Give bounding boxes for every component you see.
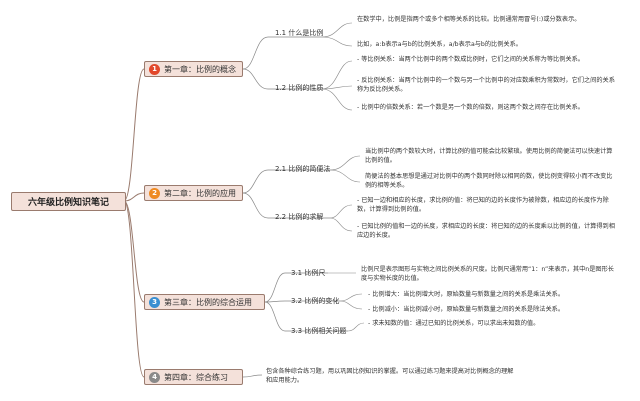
note-3-2-a: - 比例增大：当比例增大时，原始数量与新数量之间的关系是乘法关系。 [368,291,565,298]
note-3-3-a: - 求未知数的值：通过已知的比例关系，可以求出未知数的值。 [368,320,540,327]
chapter-4-node[interactable]: 4 第四章：综合练习 [144,369,243,385]
link-root-ch2 [123,192,145,202]
section-3-2[interactable]: 3.2 比例的变化 [291,297,340,305]
chapter-1-number-badge: 1 [149,63,160,75]
chapter-2-number-badge: 2 [149,187,160,199]
link-root-ch1 [123,68,145,202]
note-3-2-b: - 比例减小：当比例减小时，原始数量与新数量之间的关系是除法关系。 [368,306,565,313]
note-1-2-a: - 等比例关系：当两个比例中的两个数成比例时，它们之间的关系称为等比例关系。 [357,56,584,63]
chapter-1-title: 第一章：比例的概念 [164,64,236,74]
note-1-2-b: - 反比例关系：当两个比例中的一个数与另一个比例中的对应数乘积为常数时，它们之间… [357,77,615,93]
section-3-1[interactable]: 3.1 比例尺 [291,269,326,277]
section-3-3[interactable]: 3.3 比例相关问题 [291,327,347,335]
note-1-1-b: 比如，a:b表示a与b的比例关系，a/b表示a与b的比例关系。 [357,41,522,48]
chapter-4-title: 第四章：综合练习 [164,372,228,382]
chapter-1-node[interactable]: 1 第一章：比例的概念 [144,61,243,77]
chapter-3-node[interactable]: 3 第三章：比例的综合运用 [144,294,265,310]
link-root-ch3 [123,200,145,303]
section-1-2[interactable]: 1.2 比例的性质 [275,84,324,92]
section-2-1[interactable]: 2.1 比例的简便法 [275,165,331,173]
note-1-1-a: 在数学中，比例是指两个或多个相等关系的比较。比例通常用冒号(:)或分数表示。 [357,16,581,23]
note-3-1-a: 比例尺是表示图形与实物之间比例关系的尺度。比例尺通常用“1：n”来表示，其中n是… [361,266,614,282]
chapter-3-number-badge: 3 [149,296,160,308]
link-root-ch4 [123,200,145,378]
note-2-2-a: - 已知一边和相应的长度，求比例的值：将已知的边的长度作为被除数，相应边的长度作… [357,197,609,213]
section-2-2[interactable]: 2.2 比例的求解 [275,213,324,221]
chapter-4-number-badge: 4 [149,371,160,383]
note-4-a: 包含各种综合练习题，用以巩固比例知识的掌握。可以通过练习题来提高对比例概念的理解… [266,368,514,384]
section-1-1[interactable]: 1.1 什么是比例 [275,29,324,37]
note-2-1-b: 简便法的基本思想是通过对比例中的两个数同时除以相同的数，使比例变得较小而不改变比… [365,173,613,189]
chapter-3-title: 第三章：比例的综合运用 [164,297,252,307]
chapter-2-title: 第二章：比例的应用 [164,188,236,198]
note-1-2-c: - 比例中的倍数关系：若一个数是另一个数的倍数，则这两个数之间存在比例关系。 [357,104,584,111]
note-2-2-b: - 已知比例的值和一边的长度，求相应边的长度：将已知的边的长度乘以比例的值，计算… [357,223,615,239]
chapter-2-node[interactable]: 2 第二章：比例的应用 [144,185,243,201]
note-2-1-a: 当比例中的两个数较大时，计算比例的值可能会比较繁琐。使用比例的简便法可以快速计算… [365,148,613,164]
root-node[interactable]: 六年级比例知识笔记 [11,192,126,211]
